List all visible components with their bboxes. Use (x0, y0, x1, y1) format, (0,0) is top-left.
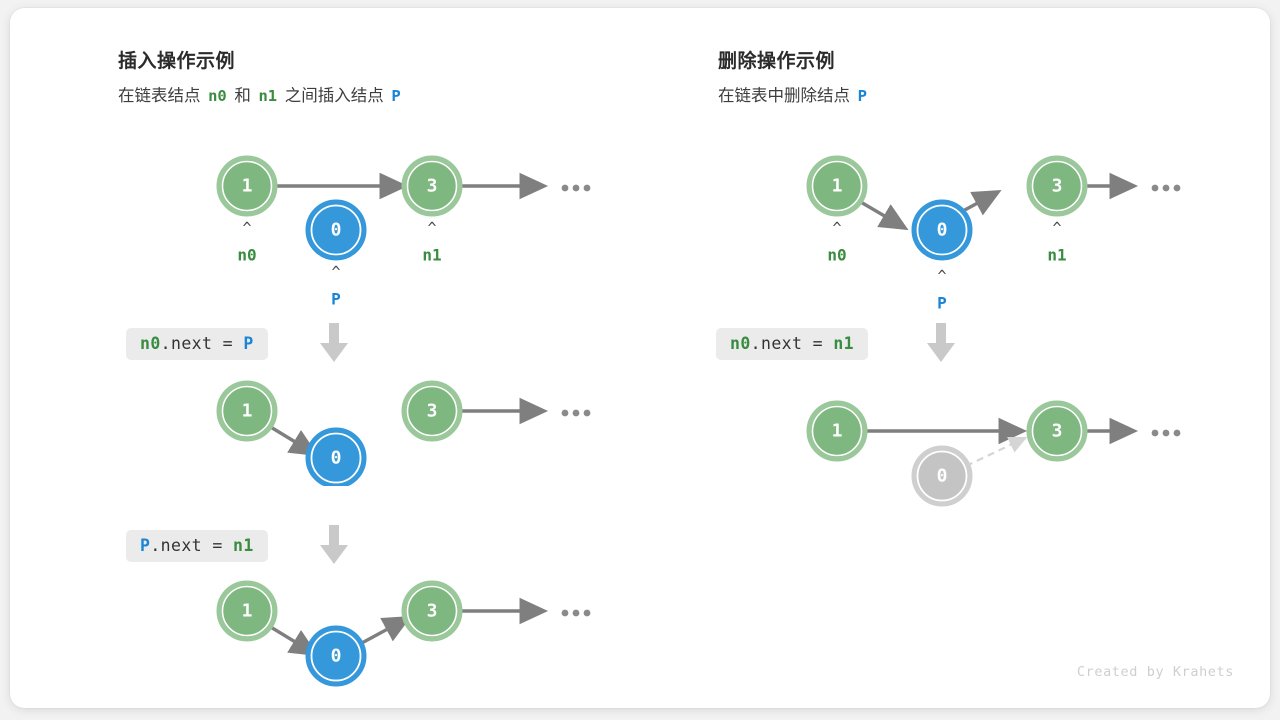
insert-step2-down-arrow (320, 323, 348, 362)
subtitle-text-1: 和 (234, 87, 251, 105)
insert-step2-code: n0.next = P (126, 328, 268, 360)
node-p-value: 0 (937, 220, 948, 241)
node-n1-value: 3 (427, 176, 438, 197)
edge-removed-p-to-n1 (965, 436, 1028, 467)
node-n1-value: 3 (427, 601, 438, 622)
insert-step2-diagram: 1 0 3 (216, 380, 591, 486)
subtitle-text-0: 在链表结点 (118, 87, 201, 105)
node-n1: 3 (401, 155, 463, 217)
pointer-label-n0: n0 (827, 246, 846, 265)
pointer-caret-n1: ^ (427, 219, 436, 237)
code-token-next: .next = (150, 536, 234, 555)
node-n0: 1 (216, 380, 278, 442)
pointer-caret-n0: ^ (832, 219, 841, 237)
node-p-value: 0 (331, 448, 342, 469)
node-n1: 3 (1026, 155, 1088, 217)
subtitle-token-n1: n1 (258, 87, 278, 105)
remove-column-subtitle: 在链表中删除结点 P (718, 82, 870, 106)
node-removed-value: 0 (937, 466, 948, 487)
code-token-n1: n1 (233, 536, 254, 555)
node-n1: 3 (401, 380, 463, 442)
tail-dots (1151, 184, 1181, 192)
node-n0: 1 (216, 155, 278, 217)
subtitle-token-n0: n0 (208, 87, 227, 105)
remove-step2-diagram: 1 0 3 (806, 400, 1181, 507)
node-n1: 3 (1026, 400, 1088, 462)
node-n0-value: 1 (832, 176, 843, 197)
node-n0: 1 (806, 400, 868, 462)
node-n0: 1 (216, 580, 278, 642)
node-n1: 3 (401, 580, 463, 642)
pointer-caret-p: ^ (331, 263, 340, 281)
node-p: 0 (305, 199, 367, 261)
code-token-next: .next = (160, 334, 244, 353)
pointer-label-p: P (331, 290, 341, 309)
pointer-label-n1: n1 (1047, 246, 1066, 265)
remove-step2-down-arrow (927, 323, 955, 362)
remove-step1-diagram: 1 ^ n0 0 ^ P 3 ^ n1 (806, 155, 1181, 313)
insert-step3-diagram: 1 0 3 (216, 580, 591, 687)
node-n1-value: 3 (427, 401, 438, 422)
subtitle-text-0: 在链表中删除结点 (718, 87, 850, 105)
node-n0-value: 1 (242, 601, 253, 622)
remove-step2-code: n0.next = n1 (716, 328, 869, 360)
node-n0: 1 (806, 155, 868, 217)
subtitle-token-p: P (391, 87, 401, 105)
insert-step3-down-arrow (320, 525, 348, 564)
node-p: 0 (305, 427, 367, 486)
edge-n0-to-p (858, 199, 909, 231)
edge-p-to-n1 (359, 616, 412, 646)
tail-dots (561, 409, 591, 417)
node-n1-value: 3 (1052, 176, 1063, 197)
pointer-caret-n1: ^ (1052, 219, 1061, 237)
code-token-p: P (140, 536, 151, 555)
code-token-n1: n1 (833, 334, 855, 353)
node-n0-value: 1 (242, 176, 253, 197)
insert-column-title: 插入操作示例 (118, 51, 236, 72)
tail-dots (561, 184, 591, 192)
pointer-label-n1: n1 (422, 246, 441, 265)
node-removed: 0 (911, 445, 973, 507)
subtitle-text-2: 之间插入结点 (284, 87, 384, 105)
code-token-next: .next = (750, 334, 834, 353)
tail-dots (1151, 429, 1181, 437)
node-p-value: 0 (331, 646, 342, 667)
node-n1-value: 3 (1052, 421, 1063, 442)
tail-dots (561, 609, 591, 617)
node-p: 0 (911, 199, 973, 261)
code-token-p: P (243, 334, 254, 353)
code-token-n0: n0 (140, 334, 161, 353)
pointer-label-n0: n0 (237, 246, 256, 265)
diagram-card: 插入操作示例 在链表结点 n0 和 n1 之间插入结点 P (10, 8, 1270, 708)
insert-step3-code: P.next = n1 (126, 530, 268, 562)
node-n0-value: 1 (242, 401, 253, 422)
node-n0-value: 1 (832, 421, 843, 442)
credit-text: Created by Krahets (1076, 664, 1234, 680)
remove-column-title: 删除操作示例 (718, 51, 836, 72)
pointer-caret-p: ^ (937, 267, 946, 285)
insert-step1-diagram: 1 ^ n0 0 ^ P 3 ^ n1 (216, 155, 591, 309)
pointer-label-p: P (937, 294, 947, 313)
subtitle-token-p: P (857, 87, 867, 105)
pointer-caret-n0: ^ (242, 219, 251, 237)
code-token-n0: n0 (730, 334, 751, 353)
node-p: 0 (305, 625, 367, 687)
node-p-value: 0 (331, 220, 342, 241)
insert-column-subtitle: 在链表结点 n0 和 n1 之间插入结点 P (118, 82, 404, 106)
